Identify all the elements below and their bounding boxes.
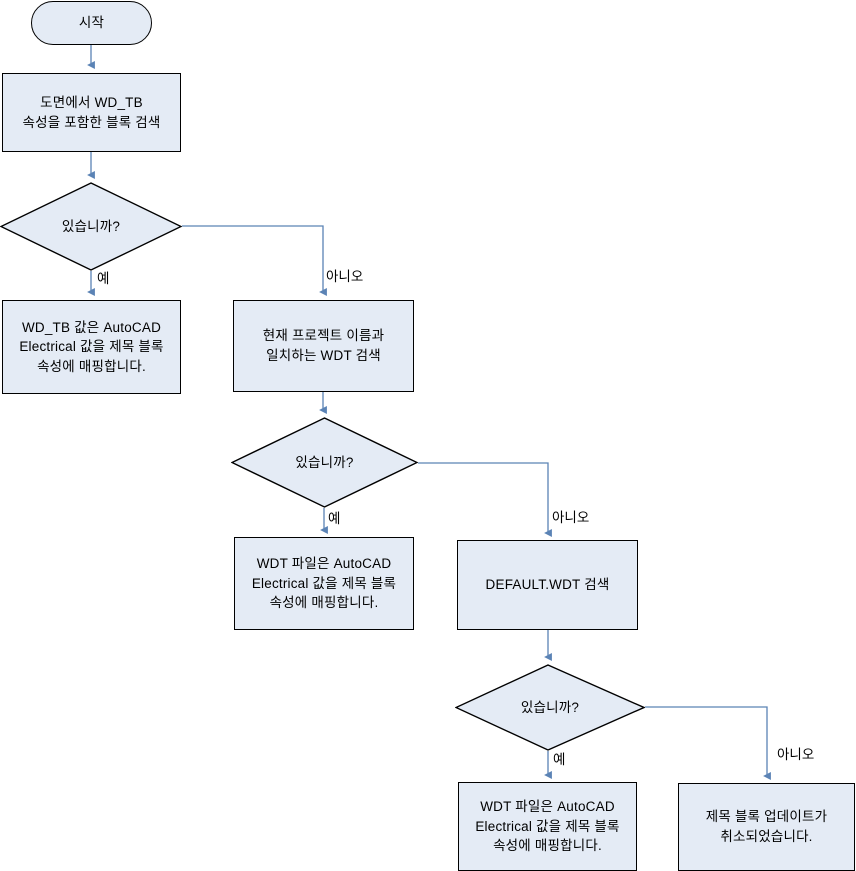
node-decision-3-label: 있습니까? xyxy=(520,699,580,715)
edge-label-no-2: 아니오 xyxy=(552,510,590,525)
edge-decision2-no xyxy=(418,462,552,538)
diamond-shape-3 xyxy=(455,664,645,751)
node-search-default-wdt[interactable]: DEFAULT.WDT 검색 xyxy=(457,540,638,630)
edge-label-no-1: 아니오 xyxy=(326,269,364,284)
node-start-label: 시작 xyxy=(78,15,105,31)
node-search-wd-tb[interactable]: 도면에서 WD_TB 속성을 포함한 블록 검색 xyxy=(2,73,181,152)
edge-label-no-3: 아니오 xyxy=(777,747,815,762)
edge-label-yes-2: 예 xyxy=(328,511,341,526)
node-map-wd-tb-values-label: WD_TB 값은 AutoCAD Electrical 값을 제목 블록 속성에… xyxy=(19,319,164,374)
node-start[interactable]: 시작 xyxy=(31,1,152,45)
node-map-wd-tb-values[interactable]: WD_TB 값은 AutoCAD Electrical 값을 제목 블록 속성에… xyxy=(2,300,181,394)
edge-decision1-no xyxy=(182,225,327,297)
node-update-cancelled[interactable]: 제목 블록 업데이트가 취소되었습니다. xyxy=(678,783,855,871)
node-decision-default-wdt-exists[interactable]: 있습니까? xyxy=(455,664,645,751)
diamond-shape-2 xyxy=(231,417,418,508)
edge-decision3-no xyxy=(645,706,771,781)
diamond-shape-1 xyxy=(0,182,182,271)
node-decision-project-wdt-exists[interactable]: 있습니까? xyxy=(231,417,418,508)
node-search-default-wdt-label: DEFAULT.WDT 검색 xyxy=(485,577,610,593)
node-map-wdt-values-default[interactable]: WDT 파일은 AutoCAD Electrical 값을 제목 블록 속성에 … xyxy=(458,782,637,871)
node-search-project-wdt-label: 현재 프로젝트 이름과 일치하는 WDT 검색 xyxy=(262,328,385,363)
node-map-wdt-values-project[interactable]: WDT 파일은 AutoCAD Electrical 값을 제목 블록 속성에 … xyxy=(234,537,414,630)
node-decision-wd-tb-exists[interactable]: 있습니까? xyxy=(0,182,182,271)
edge-label-yes-1: 예 xyxy=(97,271,110,286)
node-map-wdt-values-project-label: WDT 파일은 AutoCAD Electrical 값을 제목 블록 속성에 … xyxy=(251,556,397,611)
edge-label-yes-3: 예 xyxy=(553,752,566,767)
node-map-wdt-values-default-label: WDT 파일은 AutoCAD Electrical 값을 제목 블록 속성에 … xyxy=(475,799,620,854)
node-search-wd-tb-label: 도면에서 WD_TB 속성을 포함한 블록 검색 xyxy=(22,94,161,130)
node-update-cancelled-label: 제목 블록 업데이트가 취소되었습니다. xyxy=(705,809,828,844)
node-search-project-wdt[interactable]: 현재 프로젝트 이름과 일치하는 WDT 검색 xyxy=(233,300,414,392)
node-decision-2-label: 있습니까? xyxy=(295,454,354,470)
node-decision-1-label: 있습니까? xyxy=(61,218,121,234)
